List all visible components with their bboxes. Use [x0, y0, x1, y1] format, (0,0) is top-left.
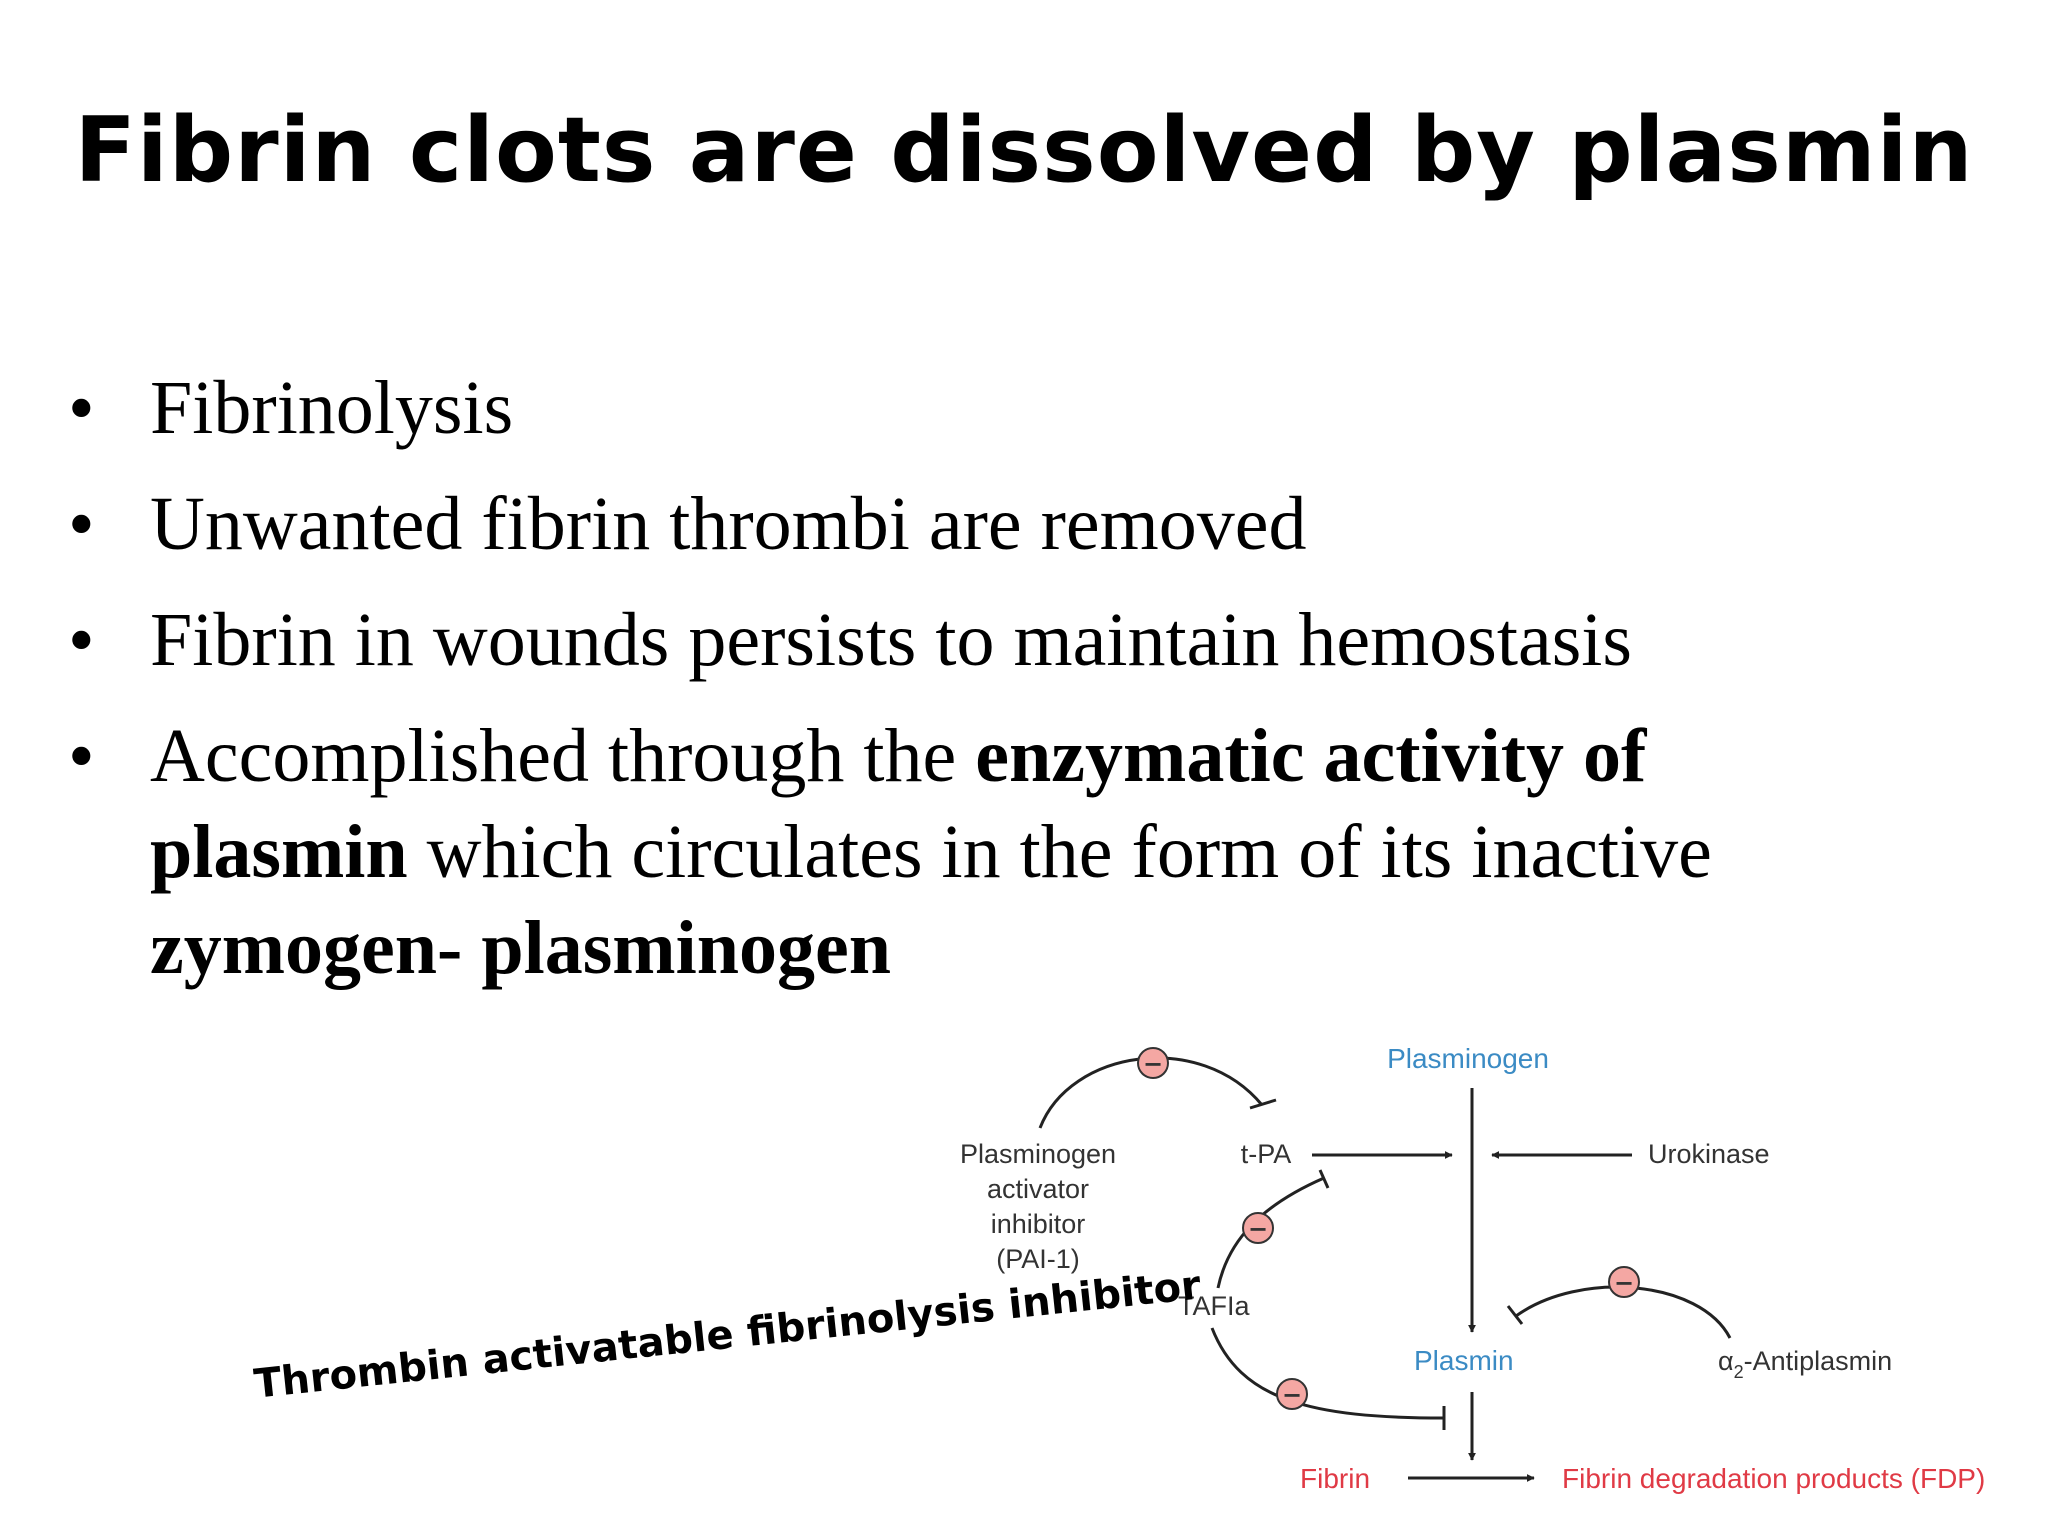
- bullet-dot: •: [68, 714, 95, 798]
- pai-label-line1: Plasminogen: [960, 1139, 1116, 1169]
- bullet-item: • Unwanted fibrin thrombi are removed: [68, 476, 1968, 572]
- pai-label-line2: activator: [987, 1174, 1089, 1204]
- plasminogen-label: Plasminogen: [1387, 1043, 1549, 1074]
- fdp-label: Fibrin degradation products (FDP): [1562, 1463, 1985, 1494]
- bullet-dot: •: [68, 482, 95, 566]
- fibrin-label: Fibrin: [1300, 1463, 1370, 1494]
- antiplasmin-rest: -Antiplasmin: [1744, 1346, 1893, 1376]
- bullet-text: Accomplished through the: [150, 714, 976, 798]
- slide-title: Fibrin clots are dissolved by plasmin: [74, 98, 1974, 203]
- inhibit-icon: −: [1242, 1212, 1274, 1244]
- tpa-label: t-PA: [1241, 1139, 1292, 1169]
- bullet-text: Fibrinolysis: [150, 366, 514, 450]
- svg-text:−: −: [1248, 1215, 1268, 1243]
- inhibit-icon: −: [1276, 1378, 1308, 1410]
- bullet-text: Fibrin in wounds persists to maintain he…: [150, 598, 1632, 682]
- inhibit-icon: −: [1137, 1047, 1169, 1079]
- bullet-dot: •: [68, 598, 95, 682]
- tafia-label: TAFIa: [1178, 1291, 1250, 1321]
- antiplasmin-subscript: 2: [1734, 1362, 1744, 1382]
- antiplasmin-alpha: α: [1718, 1346, 1734, 1376]
- inhibition-bar: [1249, 1098, 1277, 1110]
- bullet-item: • Fibrinolysis: [68, 360, 1968, 456]
- urokinase-label: Urokinase: [1648, 1139, 1770, 1169]
- bullet-text: Unwanted fibrin thrombi are removed: [150, 482, 1307, 566]
- pai-label-line3: inhibitor: [991, 1209, 1086, 1239]
- antiplasmin-label: α2-Antiplasmin: [1718, 1346, 1892, 1382]
- bullet-text: which circulates in the form of its inac…: [407, 810, 1712, 894]
- inhibition-bar: [1318, 1169, 1330, 1189]
- svg-text:−: −: [1143, 1050, 1163, 1078]
- bullet-item: • Accomplished through the enzymatic act…: [68, 708, 1968, 996]
- pai-label-line4: (PAI-1): [996, 1244, 1080, 1274]
- svg-text:−: −: [1282, 1381, 1302, 1409]
- inhibition-bar: [1506, 1305, 1524, 1325]
- bullet-list: • Fibrinolysis • Unwanted fibrin thrombi…: [68, 360, 1968, 1016]
- plasmin-label: Plasmin: [1414, 1345, 1514, 1376]
- bullet-item: • Fibrin in wounds persists to maintain …: [68, 592, 1968, 688]
- bullet-bold-text: enzymatic activity of: [975, 714, 1647, 798]
- svg-text:−: −: [1614, 1269, 1634, 1297]
- bullet-dot: •: [68, 366, 95, 450]
- tafia-fibrin-inhibition-curve: [1210, 1327, 1445, 1420]
- bullet-bold-text: zymogen- plasminogen: [150, 906, 891, 990]
- bullet-bold-text: plasmin: [150, 810, 408, 894]
- inhibit-icon: −: [1608, 1266, 1640, 1298]
